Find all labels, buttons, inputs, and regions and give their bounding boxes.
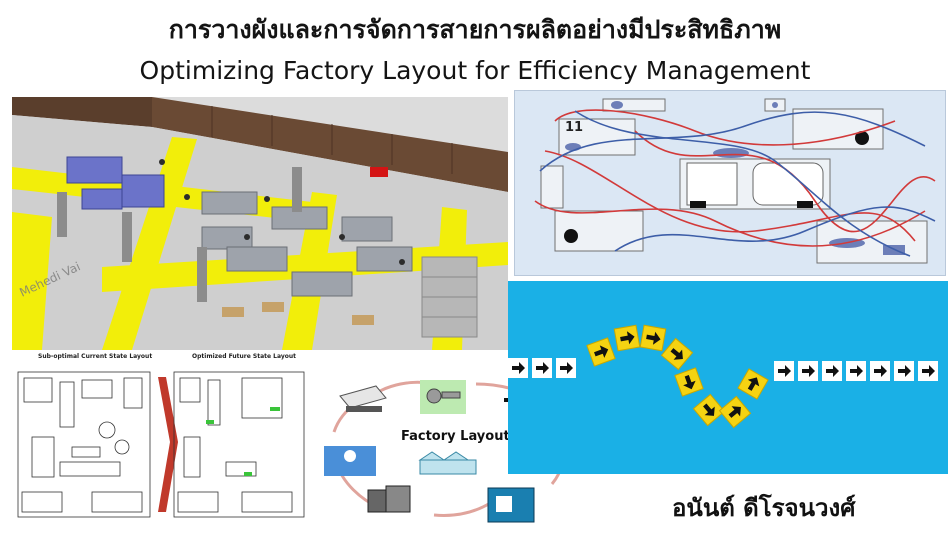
cycle-icon-operator — [324, 446, 376, 476]
white-cubes-right — [774, 361, 938, 381]
station-left-mid — [540, 165, 564, 209]
cycle-icon-forklift — [487, 487, 535, 523]
cycle-icon-bins — [367, 485, 411, 513]
factory-floor-illustration: Mehedi Vai — [12, 97, 508, 350]
page-title-thai: การวางผังและการจัดการสายการผลิตอย่างมีปร… — [168, 15, 782, 44]
station-left-upper — [558, 118, 636, 156]
cycle-icon-bolt — [420, 380, 466, 414]
cycle-icon-factory — [418, 451, 477, 475]
white-cubes-left — [508, 358, 576, 378]
spaghetti-arc-icon — [713, 148, 749, 158]
cycle-center-label: Factory Layout — [401, 429, 510, 444]
future-state-label: Optimized Future State Layout — [192, 353, 297, 360]
arrow-cubes-image — [508, 281, 948, 474]
svg-text:11: 11 — [565, 120, 583, 135]
layout-comparison: Sub-optimal Current State Layout Optimiz… — [12, 352, 312, 522]
yellow-cubes-wave — [586, 324, 769, 429]
future-layout-plan — [173, 371, 305, 518]
page-title-english: Optimizing Factory Layout for Efficiency… — [139, 56, 811, 85]
spaghetti-flow-diagram: 11 — [514, 90, 946, 276]
cycle-icon-conveyor — [339, 385, 387, 412]
factory-layout-cycle: Factory Layout — [316, 372, 578, 527]
comparison-arrow — [158, 377, 178, 512]
current-layout-plan — [17, 371, 151, 518]
author-name: อนันต์ ดีโรจนวงศ์ — [672, 494, 856, 522]
current-state-label: Sub-optimal Current State Layout — [38, 353, 153, 360]
